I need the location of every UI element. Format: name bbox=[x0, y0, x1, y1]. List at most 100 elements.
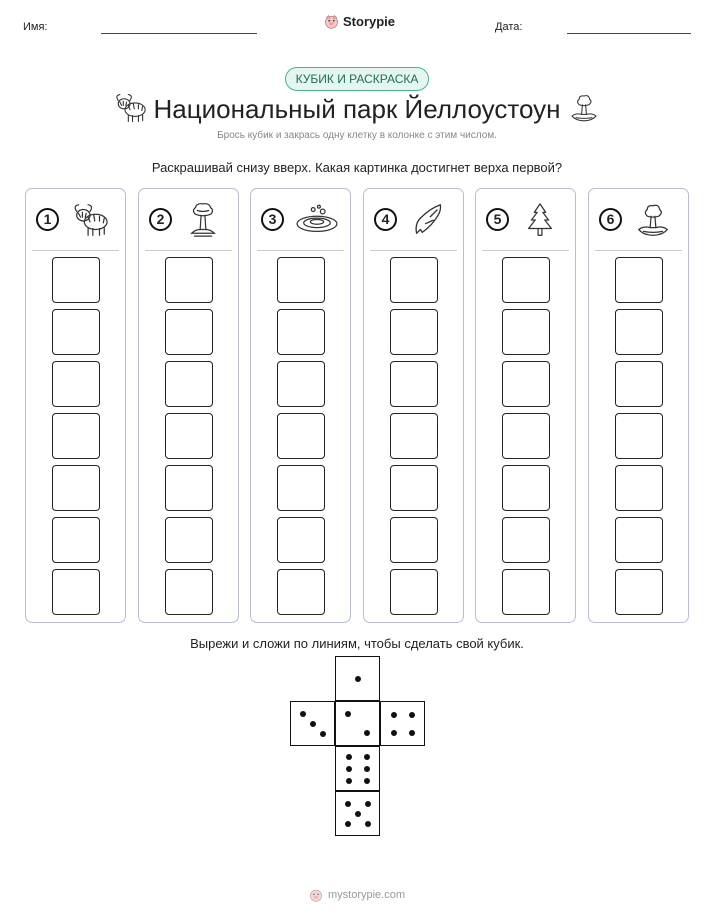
date-line[interactable] bbox=[567, 33, 691, 34]
pig-mascot-icon bbox=[325, 14, 338, 29]
column-header: 6 bbox=[589, 189, 688, 251]
color-cell[interactable] bbox=[277, 361, 325, 407]
color-cell[interactable] bbox=[277, 309, 325, 355]
color-cell[interactable] bbox=[390, 257, 438, 303]
column-header: 1 bbox=[26, 189, 125, 251]
column-4: 4 bbox=[363, 188, 464, 623]
instruction: Раскрашивай снизу вверх. Какая картинка … bbox=[151, 160, 563, 175]
color-cell[interactable] bbox=[165, 517, 213, 563]
color-cell[interactable] bbox=[277, 465, 325, 511]
color-cell[interactable] bbox=[615, 569, 663, 615]
activity-badge: КУБИК И РАСКРАСКА bbox=[285, 67, 429, 91]
die-pip bbox=[345, 801, 351, 807]
column-5: 5 bbox=[475, 188, 576, 623]
die-pip bbox=[346, 778, 352, 784]
color-cell[interactable] bbox=[615, 517, 663, 563]
color-cell[interactable] bbox=[165, 257, 213, 303]
color-cell[interactable] bbox=[502, 413, 550, 459]
die-pip bbox=[364, 778, 370, 784]
color-cell[interactable] bbox=[615, 361, 663, 407]
column-header: 5 bbox=[476, 189, 575, 251]
color-cell[interactable] bbox=[52, 361, 100, 407]
die-face-5[interactable] bbox=[335, 746, 380, 791]
color-cell[interactable] bbox=[165, 413, 213, 459]
die-pip bbox=[391, 712, 397, 718]
color-cell[interactable] bbox=[502, 465, 550, 511]
die-pip bbox=[409, 712, 415, 718]
die-face-1[interactable] bbox=[335, 656, 380, 701]
die-face-3[interactable] bbox=[335, 701, 380, 746]
color-cell[interactable] bbox=[52, 413, 100, 459]
color-cell[interactable] bbox=[390, 361, 438, 407]
pig-mascot-icon bbox=[310, 889, 322, 902]
die-face-4[interactable] bbox=[380, 701, 425, 746]
color-cell[interactable] bbox=[165, 569, 213, 615]
color-cell[interactable] bbox=[165, 309, 213, 355]
color-cell[interactable] bbox=[615, 257, 663, 303]
color-cell[interactable] bbox=[390, 309, 438, 355]
die-pip bbox=[364, 730, 370, 736]
color-cell[interactable] bbox=[502, 517, 550, 563]
color-cell[interactable] bbox=[502, 361, 550, 407]
column-number: 4 bbox=[374, 208, 397, 231]
cut-instruction: Вырежи и сложи по линиям, чтобы сделать … bbox=[190, 636, 524, 651]
color-cell[interactable] bbox=[277, 413, 325, 459]
highland-cow-icon bbox=[116, 93, 146, 123]
color-cell[interactable] bbox=[52, 257, 100, 303]
color-cell[interactable] bbox=[502, 257, 550, 303]
color-cell[interactable] bbox=[52, 465, 100, 511]
die-face-2[interactable] bbox=[290, 701, 335, 746]
column-number: 5 bbox=[486, 208, 509, 231]
color-cell[interactable] bbox=[52, 517, 100, 563]
erupting-geyser-icon bbox=[190, 203, 216, 237]
color-cell[interactable] bbox=[390, 517, 438, 563]
page-title: Национальный парк Йеллоустоун bbox=[153, 94, 561, 124]
footer-site[interactable]: mystorypie.com bbox=[327, 889, 406, 901]
column-header: 4 bbox=[364, 189, 463, 251]
color-cell[interactable] bbox=[390, 413, 438, 459]
date-label: Дата: bbox=[495, 21, 523, 33]
hot-spring-icon bbox=[296, 204, 338, 233]
column-3: 3 bbox=[250, 188, 351, 623]
column-divider bbox=[32, 250, 119, 251]
die-pip bbox=[320, 731, 326, 737]
highland-cow-icon bbox=[74, 204, 108, 236]
die-pip bbox=[346, 754, 352, 760]
color-cell[interactable] bbox=[390, 465, 438, 511]
color-cell[interactable] bbox=[615, 309, 663, 355]
color-cell[interactable] bbox=[52, 309, 100, 355]
column-divider bbox=[595, 250, 682, 251]
name-line[interactable] bbox=[101, 33, 257, 34]
brand-name: Storypie bbox=[343, 14, 396, 29]
subtitle: Брось кубик и закрась одну клетку в коло… bbox=[217, 130, 497, 141]
color-cell[interactable] bbox=[390, 569, 438, 615]
color-cell[interactable] bbox=[277, 257, 325, 303]
color-cell[interactable] bbox=[165, 361, 213, 407]
die-pip bbox=[300, 711, 306, 717]
color-cell[interactable] bbox=[165, 465, 213, 511]
die-pip bbox=[345, 711, 351, 717]
column-1: 1 bbox=[25, 188, 126, 623]
color-cell[interactable] bbox=[277, 569, 325, 615]
brand-logo: Storypie bbox=[324, 14, 395, 29]
die-pip bbox=[345, 821, 351, 827]
pine-tree-icon bbox=[527, 203, 553, 236]
die-pip bbox=[310, 721, 316, 727]
die-pip bbox=[355, 811, 361, 817]
die-pip bbox=[364, 766, 370, 772]
color-cell[interactable] bbox=[615, 413, 663, 459]
column-6: 6 bbox=[588, 188, 689, 623]
color-cell[interactable] bbox=[615, 465, 663, 511]
color-cell[interactable] bbox=[52, 569, 100, 615]
die-pip bbox=[364, 754, 370, 760]
geyser-icon bbox=[571, 95, 597, 122]
die-pip bbox=[346, 766, 352, 772]
name-label: Имя: bbox=[23, 21, 48, 33]
column-2: 2 bbox=[138, 188, 239, 623]
color-cell[interactable] bbox=[277, 517, 325, 563]
column-divider bbox=[482, 250, 569, 251]
color-cell[interactable] bbox=[502, 569, 550, 615]
die-face-6[interactable] bbox=[335, 791, 380, 836]
color-cell[interactable] bbox=[502, 309, 550, 355]
die-pip bbox=[365, 821, 371, 827]
